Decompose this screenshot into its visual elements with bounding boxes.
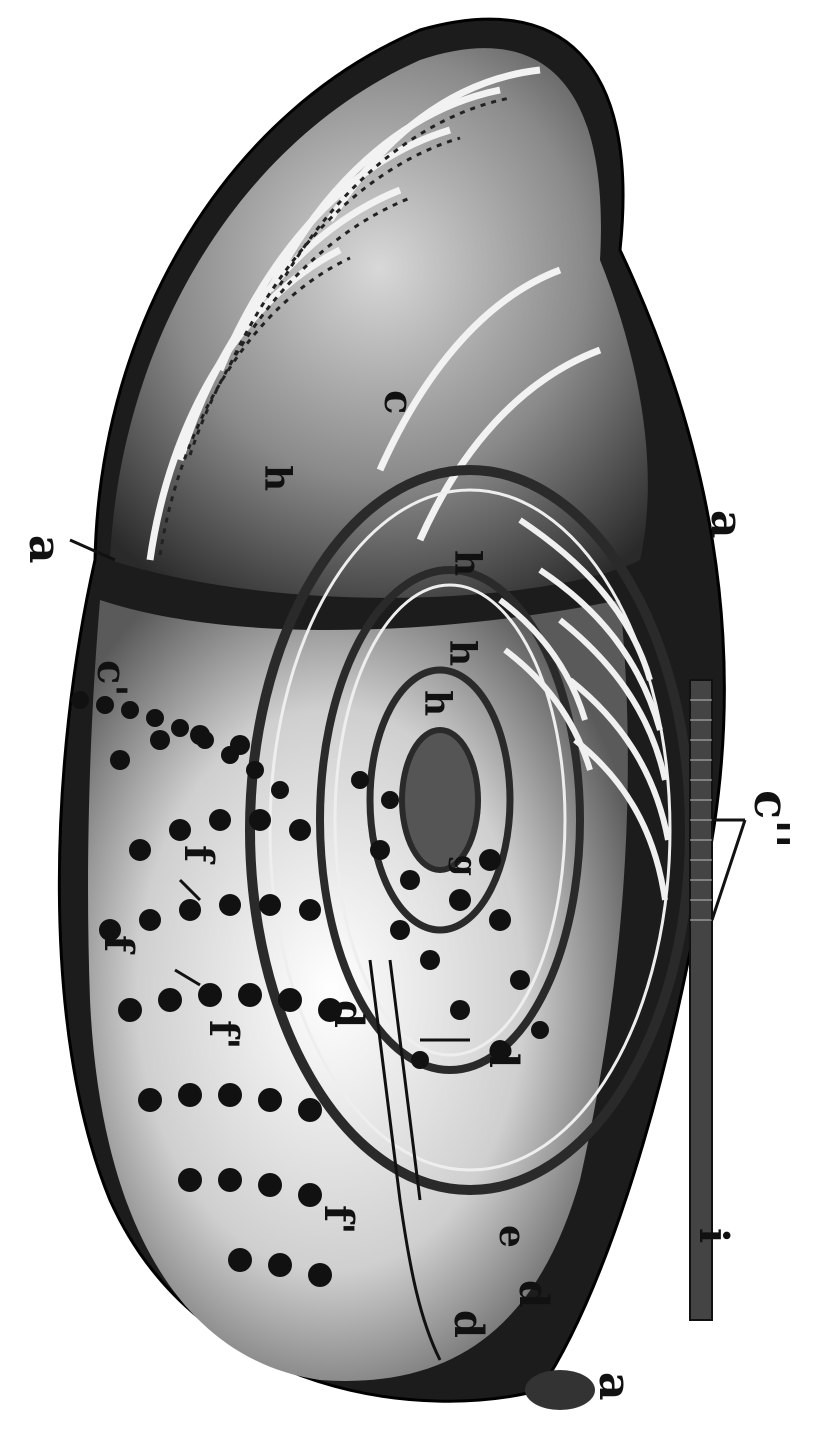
label-c-upper: c — [375, 390, 422, 414]
label-f-1: f — [175, 845, 222, 865]
label-a-right: a — [701, 510, 752, 539]
label-h-2: h — [446, 550, 488, 576]
label-f-prime-2: f' — [315, 1205, 362, 1234]
label-h-3: h — [441, 640, 483, 666]
label-h-4: h — [416, 690, 458, 716]
label-h-1: h — [256, 465, 298, 491]
label-f-2: f — [95, 935, 142, 955]
label-a-top: a — [19, 535, 70, 564]
label-i: i — [690, 1228, 737, 1243]
right-edge-strip — [690, 680, 712, 1320]
label-e: e — [491, 1225, 533, 1248]
label-d-1: d — [325, 1000, 372, 1028]
upper-chambers-region — [110, 48, 648, 598]
label-c-prime: c' — [88, 660, 135, 697]
label-f-prime-1: f' — [200, 1020, 247, 1049]
label-c-double-prime: c'' — [743, 790, 799, 849]
label-d-4: d — [445, 1310, 492, 1338]
label-g: g — [447, 855, 482, 876]
label-a-bottom: a — [589, 1372, 640, 1401]
label-d-3: d — [510, 1280, 557, 1308]
label-d-2: d — [480, 1040, 527, 1068]
aperture-plug — [525, 1370, 595, 1410]
